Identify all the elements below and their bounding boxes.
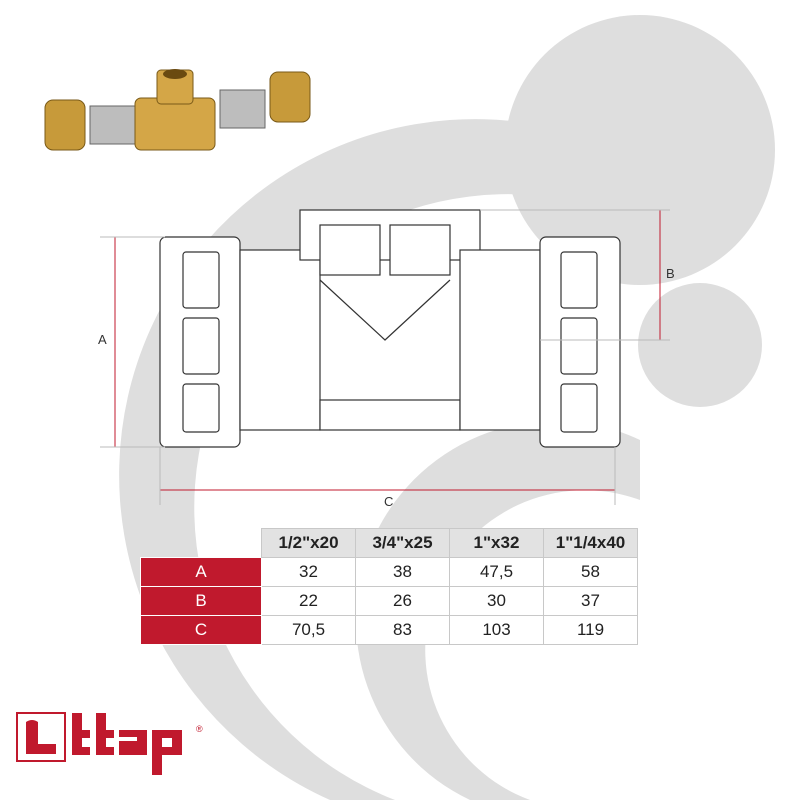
dimension-label-b: B bbox=[666, 266, 675, 281]
table-row: B 22 26 30 37 bbox=[140, 586, 638, 616]
row-label: B bbox=[140, 586, 262, 616]
registered-mark: ® bbox=[196, 724, 203, 734]
column-header: 1"x32 bbox=[449, 528, 544, 558]
dimension-label-a: A bbox=[98, 332, 107, 347]
table-cell: 58 bbox=[543, 557, 638, 587]
row-label: A bbox=[140, 557, 262, 587]
table-cell: 38 bbox=[355, 557, 450, 587]
table-cell: 47,5 bbox=[449, 557, 544, 587]
column-header: 1/2"x20 bbox=[261, 528, 356, 558]
ittap-logo bbox=[16, 712, 182, 775]
table-header-row: 1/2"x20 3/4"x25 1"x32 1"1/4x40 bbox=[141, 528, 638, 558]
table-row: C 70,5 83 103 119 bbox=[140, 615, 638, 645]
table-cell: 70,5 bbox=[261, 615, 356, 645]
table-cell: 103 bbox=[449, 615, 544, 645]
table-cell: 32 bbox=[261, 557, 356, 587]
dimension-label-c: C bbox=[384, 494, 394, 509]
table-cell: 119 bbox=[543, 615, 638, 645]
column-header: 3/4"x25 bbox=[355, 528, 450, 558]
table-cell: 30 bbox=[449, 586, 544, 616]
table-row: A 32 38 47,5 58 bbox=[140, 557, 638, 587]
table-cell: 83 bbox=[355, 615, 450, 645]
dimensions-table: 1/2"x20 3/4"x25 1"x32 1"1/4x40 A 32 38 4… bbox=[140, 528, 638, 645]
table-cell: 26 bbox=[355, 586, 450, 616]
product-photo bbox=[44, 69, 311, 151]
table-cell: 37 bbox=[543, 586, 638, 616]
technical-drawing bbox=[100, 209, 670, 505]
table-cell: 22 bbox=[261, 586, 356, 616]
row-label: C bbox=[140, 615, 262, 645]
column-header: 1"1/4x40 bbox=[543, 528, 638, 558]
